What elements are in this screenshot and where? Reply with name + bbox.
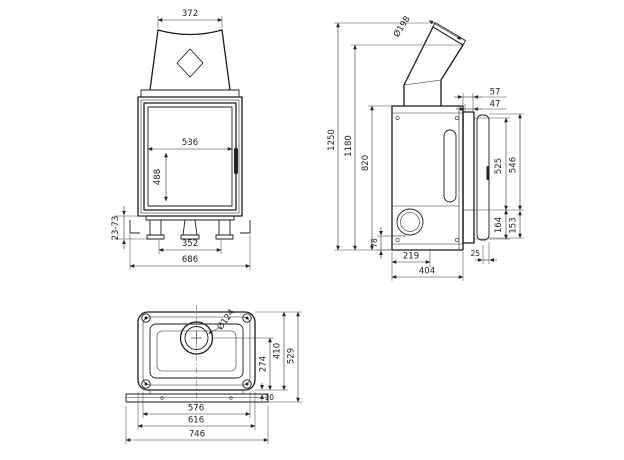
front-door-glass <box>147 106 233 207</box>
side-door-frame-height-label: 546 <box>509 157 519 173</box>
dim-front-foot-height-range: 23-73 <box>111 206 147 249</box>
top-frame-width-label: 746 <box>189 430 205 440</box>
dim-side-plinth-height: 78 <box>370 227 392 259</box>
top-frame-offset-label: 10 <box>265 393 275 402</box>
dim-side-flue-diameter: Ø198 <box>391 14 462 40</box>
front-total-width-label: 686 <box>182 255 198 265</box>
hood-right-side <box>221 29 231 91</box>
flue-left-edge <box>403 26 434 107</box>
dim-top-frame-offset: 10 <box>260 383 275 402</box>
dim-side-total-height: 1250 <box>327 22 435 251</box>
dim-side-panel-gap: 25 <box>470 242 497 264</box>
right-foot <box>218 219 231 236</box>
center-pedestal-pad <box>180 234 200 240</box>
dim-top-body-width: 616 <box>137 392 256 430</box>
front-window-width-label: 536 <box>182 138 198 148</box>
dim-top-inner-width: 576 <box>142 392 251 418</box>
side-door-handle <box>486 166 490 180</box>
front-door-handle <box>234 148 238 174</box>
side-total-height-label: 1250 <box>327 129 337 151</box>
dim-top-total-depth: 529 <box>255 311 302 403</box>
front-body-inner-line <box>140 99 240 214</box>
dim-front-total-width: 686 <box>129 235 251 270</box>
dim-top-body-depth: 410 <box>255 311 288 391</box>
dim-side-body-depth: 404 <box>391 252 464 281</box>
dim-top-flue-diameter: Ø124 <box>208 307 237 334</box>
side-air-inlet-circle <box>396 208 424 236</box>
top-inner-width-label: 576 <box>188 404 204 414</box>
dim-top-flue-center-depth: 274 <box>212 337 274 391</box>
top-inner-wall <box>142 316 251 386</box>
side-view: Ø198 1250 1180 820 57 <box>327 14 524 281</box>
top-flue-diameter-label: Ø124 <box>215 307 237 332</box>
center-pedestal <box>182 219 198 236</box>
top-total-depth-label: 529 <box>287 348 297 364</box>
side-vent-slot <box>443 129 457 203</box>
front-body-outline <box>137 96 243 217</box>
top-view: Ø124 529 410 274 10 576 <box>125 305 302 444</box>
front-foot-range-label: 23-73 <box>111 216 121 241</box>
left-bracket <box>129 220 140 234</box>
front-mantel <box>140 89 240 98</box>
top-chamber-inner <box>156 330 237 372</box>
side-flue-pipe <box>403 22 466 107</box>
dim-side-lower-frame-height: 153 <box>489 210 524 239</box>
hood-left-side <box>149 29 159 91</box>
side-body-depth-label: 404 <box>419 267 435 277</box>
front-door-frame <box>143 102 237 211</box>
top-flue-collar <box>179 321 214 355</box>
front-base <box>129 215 251 240</box>
side-top-offset-inner-label: 47 <box>490 100 501 110</box>
side-top-offset-outer-label: 57 <box>490 88 501 98</box>
left-foot <box>149 219 162 236</box>
top-front-frame-bar <box>125 390 269 403</box>
front-view: 372 536 488 352 686 23-73 <box>111 9 251 270</box>
top-chamber <box>149 323 244 379</box>
side-front-frame <box>462 111 475 244</box>
side-lower-section-label: 164 <box>494 217 504 233</box>
side-body-height-label: 820 <box>361 155 371 171</box>
side-body <box>391 105 464 251</box>
dim-front-window-width: 536 <box>147 138 233 151</box>
dim-side-door-frame-height: 546 <box>489 113 524 211</box>
hood-diamond-vent <box>176 48 204 78</box>
front-base-inner-width-label: 352 <box>182 239 198 249</box>
side-panel-gap-label: 25 <box>470 249 480 258</box>
dim-side-top-offset-inner: 47 <box>456 100 507 112</box>
side-door-frame <box>462 111 490 244</box>
top-corner-tabs <box>141 313 252 389</box>
side-flue-outlet-height-label: 1180 <box>344 135 354 157</box>
dim-front-base-inner-width: 352 <box>158 239 222 254</box>
dim-side-flue-outlet-height: 1180 <box>344 44 463 251</box>
dim-front-hood-width: 372 <box>157 9 223 28</box>
side-door-height-label: 525 <box>494 158 504 174</box>
right-bracket <box>240 220 251 234</box>
left-foot-pad <box>146 234 165 240</box>
side-lower-frame-label: 153 <box>509 217 519 233</box>
front-hood <box>149 29 231 91</box>
hood-top-arc <box>157 29 223 36</box>
dim-side-door-height: 525 <box>474 117 524 211</box>
top-body-width-label: 616 <box>188 416 204 426</box>
top-body-outline <box>137 311 256 391</box>
dim-side-lower-section-height: 164 <box>474 209 510 240</box>
right-foot-pad <box>215 234 234 240</box>
side-flue-diameter-label: Ø198 <box>391 14 412 39</box>
dim-front-window-height: 488 <box>153 152 168 202</box>
dim-side-body-height: 820 <box>361 105 392 251</box>
top-body-depth-label: 410 <box>273 343 283 359</box>
front-body <box>137 96 243 217</box>
front-window-height-label: 488 <box>153 169 163 185</box>
dim-top-frame-width: 746 <box>125 406 269 444</box>
side-plinth-label: 78 <box>370 238 379 248</box>
top-flue-center-depth-label: 274 <box>259 356 269 372</box>
front-hood-width-label: 372 <box>182 9 198 19</box>
side-inlet-depth-label: 219 <box>403 252 419 262</box>
